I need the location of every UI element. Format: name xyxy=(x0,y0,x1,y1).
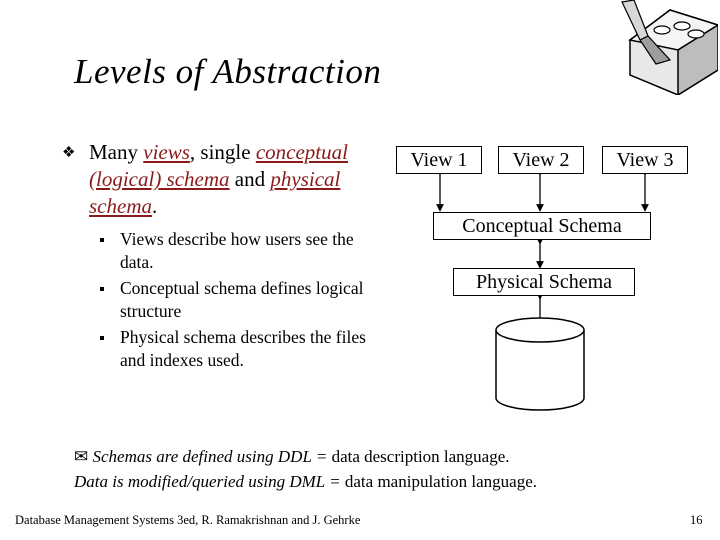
footer-citation: Database Management Systems 3ed, R. Rama… xyxy=(15,513,361,527)
diamond-bullet-icon: ❖ xyxy=(62,143,76,161)
term-views: views xyxy=(143,140,190,164)
bullet-mid2: and xyxy=(229,167,271,191)
bullet-suffix: . xyxy=(151,194,158,218)
page-number: 16 xyxy=(690,513,703,527)
list-item: Physical schema describes the files and … xyxy=(100,326,370,372)
envelope-icon: ✉ xyxy=(74,447,89,466)
term-conceptual-schema: conceptual (logical) schema xyxy=(89,140,348,191)
disk-cylinder-icon xyxy=(495,317,585,411)
physical-schema-box: Physical Schema xyxy=(453,268,635,296)
bullet-mid1: , single xyxy=(189,140,256,164)
page-title: Levels of Abstraction xyxy=(74,52,382,91)
list-item: Conceptual schema defines logical struct… xyxy=(100,277,370,323)
note-line-1: ✉ Schemas are defined using DDL = data d… xyxy=(74,447,510,466)
list-item: Views describe how users see the data. xyxy=(100,228,370,274)
square-bullet-icon xyxy=(100,238,104,242)
square-bullet-icon xyxy=(100,287,104,291)
sub-bullet-list: Views describe how users see the data. C… xyxy=(100,228,370,375)
note-line-2: Data is modified/queried using DML = dat… xyxy=(74,472,538,491)
square-bullet-icon xyxy=(100,336,104,340)
view-2-box: View 2 xyxy=(498,146,584,174)
conceptual-schema-box: Conceptual Schema xyxy=(433,212,651,240)
main-bullet-text: Many views, single conceptual (logical) … xyxy=(89,139,379,220)
view-3-box: View 3 xyxy=(602,146,688,174)
bullet-prefix: Many xyxy=(89,140,144,164)
schema-note: ✉ Schemas are defined using DDL = data d… xyxy=(74,444,537,494)
view-1-box: View 1 xyxy=(396,146,482,174)
brick-trowel-icon xyxy=(621,0,718,95)
term-physical-schema: physical schema xyxy=(89,167,341,218)
